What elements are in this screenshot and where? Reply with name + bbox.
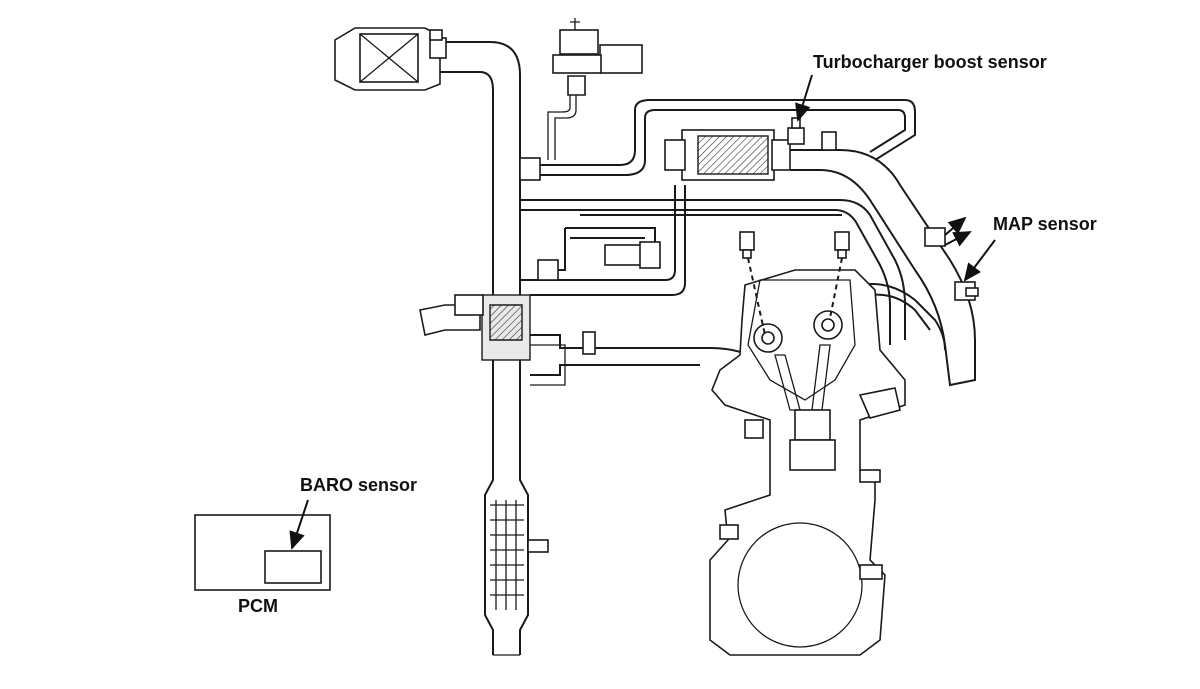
boost-control-solenoid — [547, 18, 643, 160]
baro-sensor-box — [264, 550, 322, 584]
baro-sensor-label: BARO sensor — [300, 475, 417, 495]
turbo-boost-sensor-label: Turbocharger boost sensor — [813, 52, 1047, 72]
fuel-injectors — [582, 231, 850, 355]
engine-block — [709, 269, 906, 656]
pcm-unit — [194, 514, 331, 591]
map-sensor-label: MAP sensor — [993, 214, 1097, 234]
intake-pipe — [429, 29, 521, 300]
baro-sensor-pointer — [289, 499, 309, 550]
map-sensor-pointer — [963, 239, 996, 282]
air-cleaner — [334, 27, 441, 91]
intercooler — [664, 129, 791, 181]
hose-network — [519, 99, 976, 401]
turbo-boost-sensor-pointer — [795, 74, 813, 122]
turbo-boost-sensor — [787, 117, 805, 145]
catalytic-converter — [490, 500, 524, 610]
sensor-port — [821, 131, 837, 151]
map-sensor — [954, 281, 979, 301]
intake-air-temp-connector — [924, 216, 972, 247]
exhaust-pipe — [484, 360, 549, 656]
pcm-label: PCM — [238, 596, 278, 616]
